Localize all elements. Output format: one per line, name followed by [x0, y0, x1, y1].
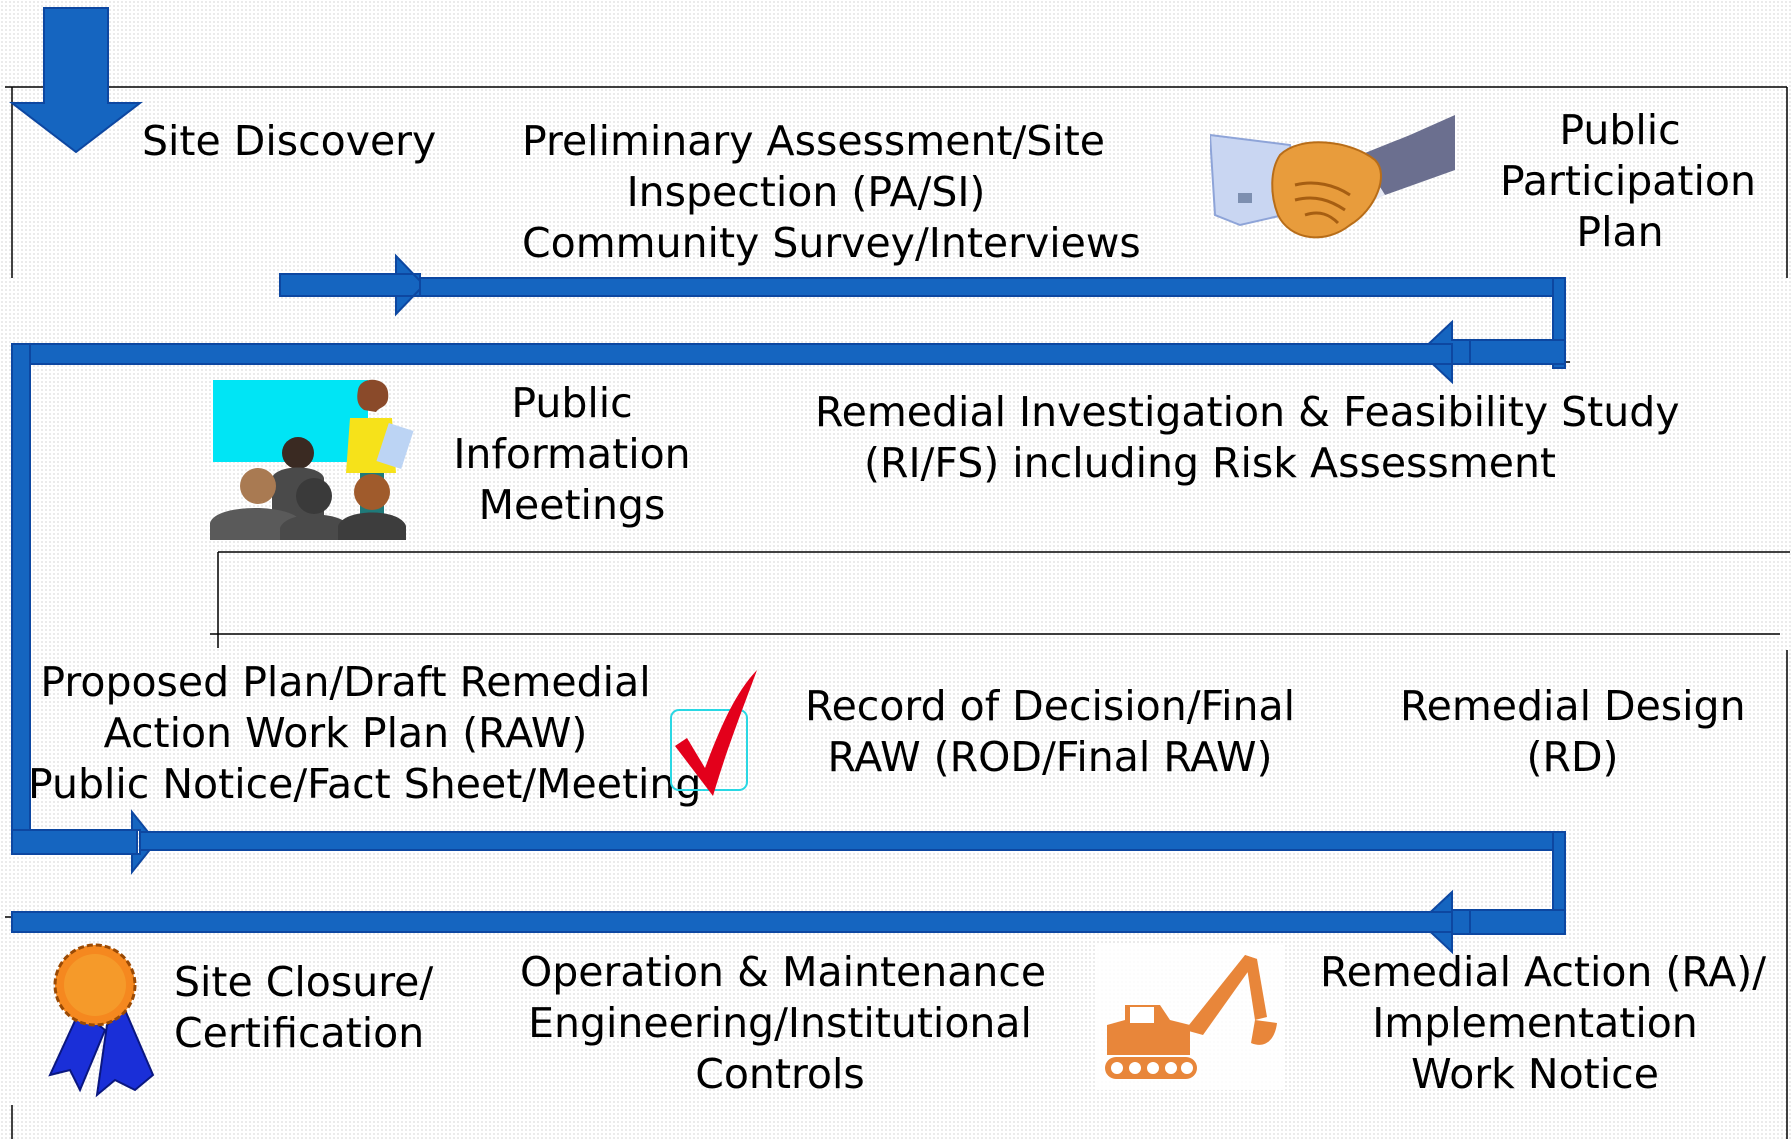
info-meetings-line-1: Public [511, 379, 633, 427]
participation-plan-line-2: Participation [1500, 157, 1756, 205]
remedial-design-line-1: Remedial Design [1400, 682, 1746, 730]
proposed-plan-line-3: Public Notice/Fact Sheet/Meeting [28, 760, 702, 808]
handshake-icon [1210, 115, 1455, 239]
step-om: Operation & Maintenance Engineering/Inst… [520, 947, 1047, 1100]
step-rod: Record of Decision/Final RAW (ROD/Final … [800, 681, 1300, 783]
step-closure: Site Closure/ Certification [174, 957, 433, 1059]
om-line-3: Controls [695, 1050, 865, 1098]
step-info-meetings: Public Information Meetings [452, 378, 692, 531]
info-meetings-line-2: Information [453, 430, 691, 478]
info-meetings-line-3: Meetings [478, 481, 666, 529]
step-pa-si: Preliminary Assessment/Site Inspection (… [522, 116, 1141, 269]
flow-connectors [11, 253, 1566, 955]
participation-plan-line-3: Plan [1576, 208, 1664, 256]
om-line-1: Operation & Maintenance [520, 948, 1047, 996]
proposed-plan-line-1: Proposed Plan/Draft Remedial [40, 658, 651, 706]
site-discovery-label: Site Discovery [142, 117, 437, 165]
remedial-action-line-3: Work Notice [1411, 1050, 1659, 1098]
proposed-plan-line-2: Action Work Plan (RAW) [103, 709, 588, 757]
step-rifs: Remedial Investigation & Feasibility Stu… [815, 387, 1680, 489]
excavator-icon [1095, 945, 1285, 1090]
participation-plan-line-1: Public [1559, 106, 1681, 154]
om-line-2: Engineering/Institutional [528, 999, 1032, 1047]
rod-line-2: RAW (ROD/Final RAW) [827, 733, 1273, 781]
step-proposed-plan: Proposed Plan/Draft Remedial Action Work… [28, 657, 702, 810]
closure-line-2: Certification [174, 1009, 425, 1057]
meeting-presentation-icon [210, 379, 414, 540]
step-participation-plan: Public Participation Plan [1500, 105, 1756, 258]
rifs-line-1: Remedial Investigation & Feasibility Stu… [815, 388, 1680, 436]
rod-line-1: Record of Decision/Final [804, 682, 1296, 730]
step-remedial-action: Remedial Action (RA)/ Implementation Wor… [1320, 947, 1767, 1100]
remedial-design-line-2: (RD) [1526, 733, 1619, 781]
rifs-line-2: (RI/FS) including Risk Assessment [863, 439, 1556, 487]
award-ribbon-icon [48, 943, 155, 1098]
pa-si-line-3: Community Survey/Interviews [522, 219, 1141, 267]
step-remedial-design: Remedial Design (RD) [1400, 681, 1746, 783]
down-arrow-icon [9, 7, 143, 154]
remedial-action-line-1: Remedial Action (RA)/ [1320, 948, 1767, 996]
pa-si-line-2: Inspection (PA/SI) [626, 168, 986, 216]
pa-si-line-1: Preliminary Assessment/Site [522, 117, 1106, 165]
step-site-discovery: Site Discovery [142, 116, 436, 167]
closure-line-1: Site Closure/ [174, 958, 434, 1006]
red-checkmark-icon [670, 670, 757, 796]
remedial-action-line-2: Implementation [1372, 999, 1698, 1047]
